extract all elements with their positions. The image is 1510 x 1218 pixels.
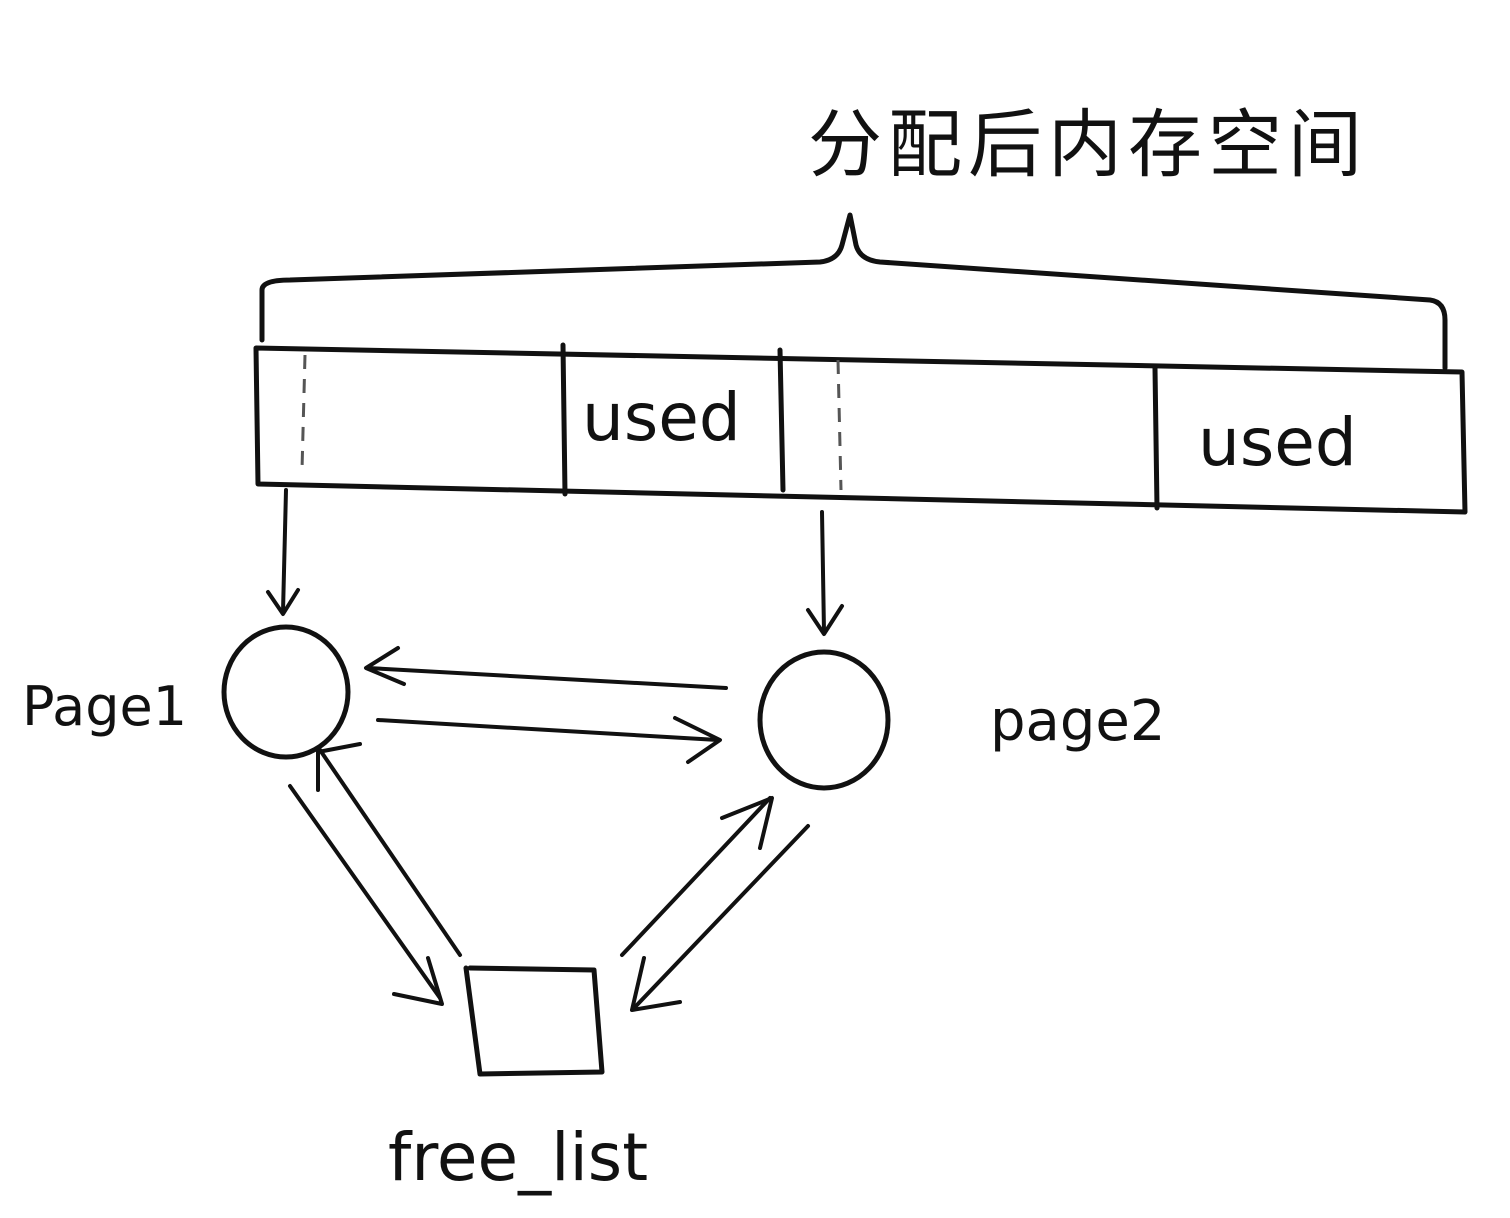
arrow-strip-to-page1 <box>281 488 288 614</box>
page1-label: Page1 <box>22 675 187 738</box>
page1-header-marker <box>300 354 307 471</box>
page1-node <box>221 624 351 760</box>
memory-strip <box>253 345 1468 515</box>
arrow-page2-to-page1-head <box>364 646 406 686</box>
block-label-used-2: used <box>1198 404 1357 481</box>
memory-brace <box>259 212 1448 371</box>
block-divider-3 <box>1152 365 1160 511</box>
arrow-freelist-to-page2-head <box>720 796 774 850</box>
arrow-page1-to-freelist <box>288 784 442 1000</box>
arrow-strip-to-page1-head <box>266 588 300 616</box>
arrow-freelist-to-page1 <box>318 748 462 957</box>
block-label-used-1: used <box>582 379 741 456</box>
block-divider-2 <box>777 347 786 493</box>
arrow-strip-to-page2-head <box>806 604 844 636</box>
arrow-strip-to-page2 <box>820 510 826 634</box>
page2-node <box>757 649 891 791</box>
arrow-freelist-to-page1-head <box>316 742 362 792</box>
arrow-page2-to-freelist <box>634 824 810 1008</box>
page2-label: page2 <box>990 689 1166 754</box>
arrow-page1-to-page2 <box>376 718 720 742</box>
page2-header-marker <box>836 359 843 491</box>
arrow-freelist-to-page2 <box>620 796 772 957</box>
arrow-page1-to-freelist-head <box>392 956 444 1006</box>
free-list-node <box>463 965 605 1077</box>
free-list-label: free_list <box>388 1119 648 1196</box>
block-divider-1 <box>560 342 568 497</box>
arrow-page1-to-page2-head <box>673 716 722 764</box>
arrow-page2-to-page1 <box>366 666 728 690</box>
diagram-title: 分配后内存空间 <box>808 102 1368 188</box>
arrow-page2-to-freelist-head <box>630 956 682 1012</box>
